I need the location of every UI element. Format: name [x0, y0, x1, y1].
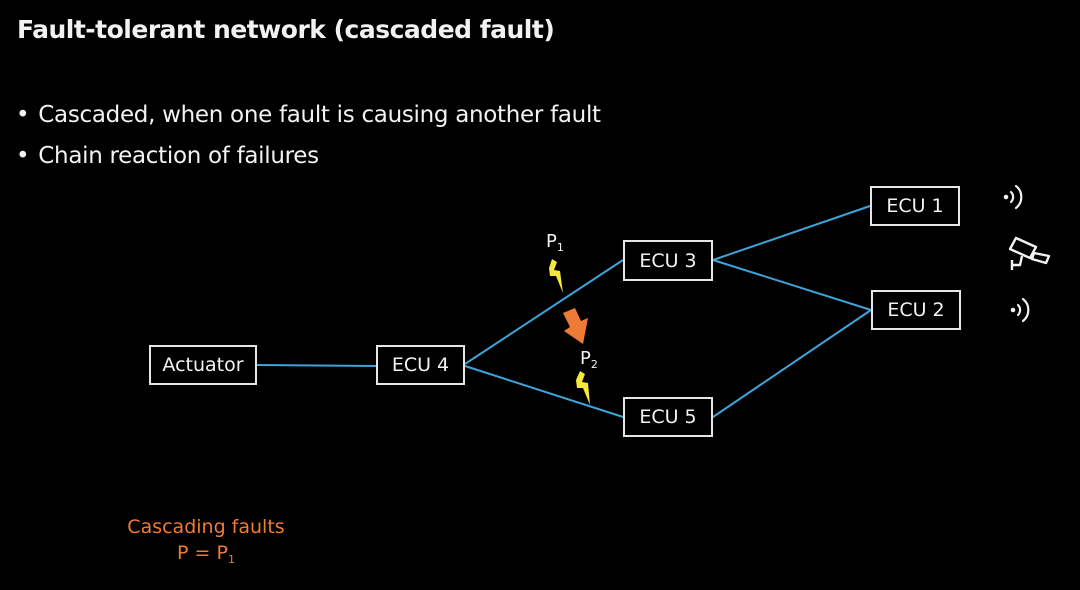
node-ecu2[interactable]: ECU 2: [871, 290, 961, 330]
fault-label-p2: P2: [580, 348, 598, 371]
bullet-list: Cascaded, when one fault is causing anot…: [16, 95, 601, 177]
caption-title: Cascading faults: [127, 516, 285, 538]
lightning-icon: [576, 371, 590, 405]
link-ecu3-ecu1: [712, 205, 871, 261]
bullet-item: Cascaded, when one fault is causing anot…: [16, 95, 601, 136]
slide-title: Fault-tolerant network (cascaded fault): [17, 15, 555, 44]
node-label: ECU 2: [887, 299, 945, 321]
wireless-signal-icon: [1010, 297, 1030, 323]
bullet-item: Chain reaction of failures: [16, 136, 601, 177]
link-ecu4-ecu3: [464, 259, 624, 365]
node-label: ECU 3: [639, 249, 697, 272]
wireless-signal-icon: [1003, 184, 1023, 210]
security-camera-icon: [1008, 236, 1051, 270]
node-ecu3[interactable]: ECU 3: [623, 240, 713, 281]
fault-label-p1: P1: [546, 231, 564, 254]
cascade-caption: Cascading faults P = P1: [100, 514, 312, 573]
link-ecu5-ecu2: [712, 309, 872, 418]
node-ecu1[interactable]: ECU 1: [870, 186, 960, 226]
caption-formula: P = P1: [177, 542, 235, 566]
link-ecu4-ecu5: [464, 365, 624, 418]
node-label: ECU 5: [639, 406, 697, 428]
cascade-arrow-icon: [563, 308, 588, 344]
lightning-icon: [549, 259, 563, 293]
node-label: ECU 4: [391, 354, 450, 376]
node-actuator[interactable]: Actuator: [149, 345, 257, 385]
node-label: Actuator: [162, 354, 244, 376]
node-ecu5[interactable]: ECU 5: [623, 397, 713, 437]
node-label: ECU 1: [886, 195, 944, 217]
node-ecu4[interactable]: ECU 4: [376, 345, 465, 385]
link-ecu3-ecu2: [712, 259, 872, 311]
link-actuator-ecu4: [256, 364, 377, 367]
